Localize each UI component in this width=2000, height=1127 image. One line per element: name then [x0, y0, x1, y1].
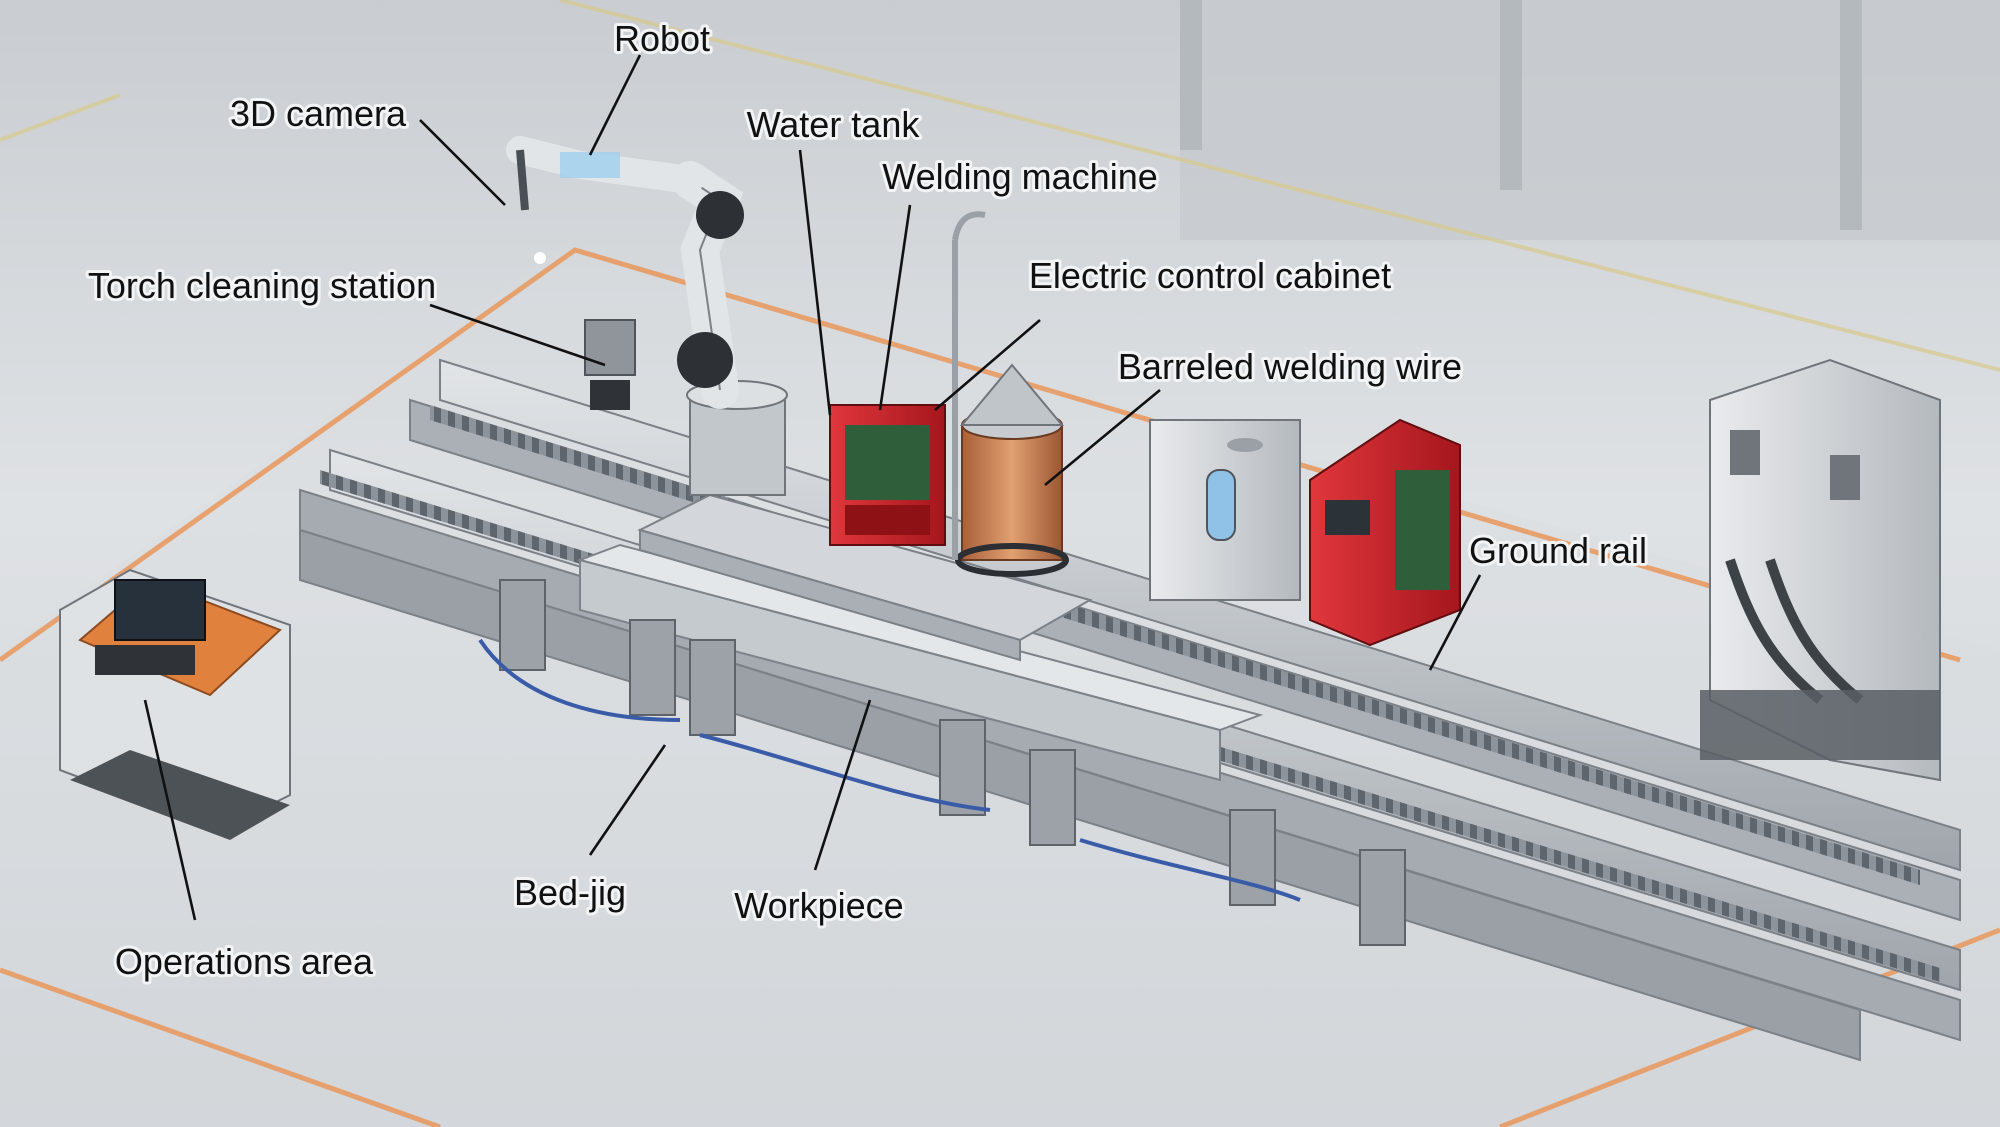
label-workpiece: Workpiece — [734, 885, 903, 926]
leader-lines — [143, 54, 1482, 921]
component-labels: Robot 3D camera Water tank Welding machi… — [85, 15, 1650, 985]
wire-feed-mast — [952, 211, 986, 560]
leader-electric-cabinet — [934, 319, 1041, 411]
leader-operations-area — [143, 699, 197, 921]
label-welding-machine: Welding machine — [882, 156, 1157, 197]
pneumatic-hoses — [478, 638, 1301, 902]
leader-workpiece — [813, 699, 872, 871]
leader-welding-machine — [878, 204, 912, 411]
label-water-tank: Water tank — [747, 104, 921, 145]
welding-robot — [506, 136, 788, 496]
welding-machine-unit — [829, 404, 946, 546]
label-ground-rail: Ground rail — [1469, 530, 1647, 571]
workpiece-beam — [576, 543, 1264, 782]
leader-ground-rail — [1428, 574, 1482, 671]
leader-3d-camera — [419, 119, 506, 206]
leader-robot — [588, 54, 642, 156]
label-3d-camera: 3D camera — [230, 93, 407, 134]
label-robot: Robot — [614, 18, 710, 59]
electric-control-cabinet-unit — [1700, 358, 1941, 782]
welding-power-source — [1309, 418, 1461, 647]
leader-barreled-wire — [1044, 388, 1161, 487]
barreled-welding-wire-drum — [955, 363, 1069, 577]
water-tank-unit — [1149, 419, 1301, 601]
label-bed-jig: Bed-jig — [514, 872, 626, 913]
leader-torch-cleaning — [429, 303, 606, 367]
carriage-platform — [637, 493, 1093, 662]
leader-bed-jig — [588, 744, 667, 856]
bed-jig-clamps — [499, 579, 1406, 946]
torch-cleaning-station-device — [584, 319, 636, 410]
label-torch-cleaning: Torch cleaning station — [88, 265, 436, 306]
floor-guide-lines — [0, 0, 2000, 372]
operations-console — [59, 568, 291, 840]
leader-water-tank — [798, 149, 832, 416]
label-barreled-wire: Barreled welding wire — [1118, 346, 1462, 387]
label-operations-area: Operations area — [115, 941, 374, 982]
label-electric-cabinet: Electric control cabinet — [1029, 255, 1391, 296]
